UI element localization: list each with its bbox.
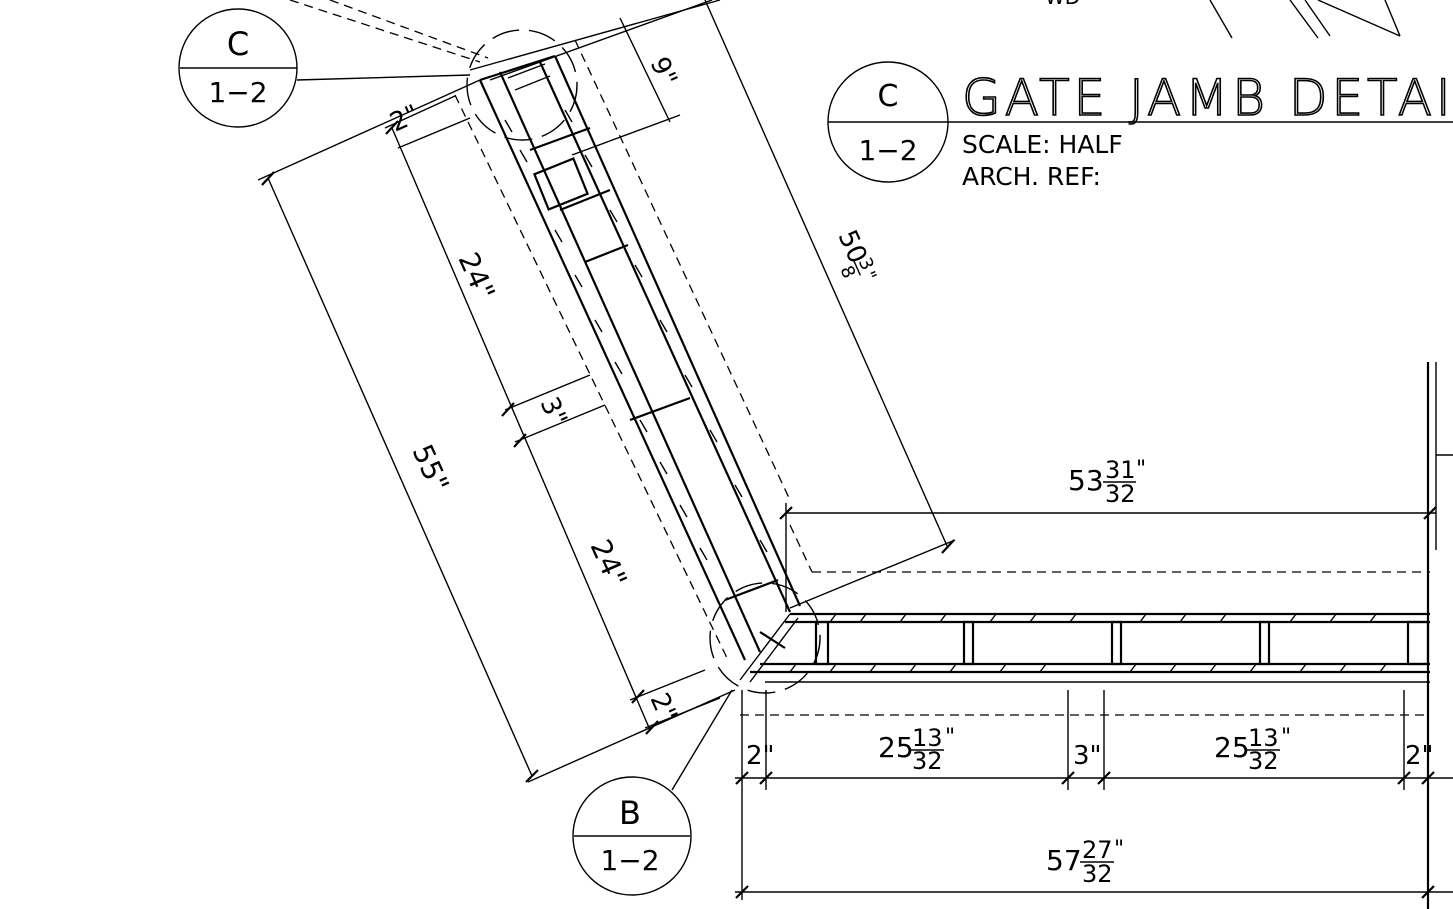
dim-horiz-53-num: 31 (1105, 456, 1136, 484)
title-bubble-top: C (878, 79, 899, 114)
dim-horiz-25-left: 25 13 32 " (878, 724, 955, 775)
dim-horiz-57: 57 27 32 " (1046, 836, 1124, 888)
dim-horiz-57-unit: " (1114, 837, 1124, 862)
dim-angled-50: 50 3 8 " (832, 226, 881, 285)
arch-ref-label: ARCH. REF: (962, 162, 1101, 191)
scale-label: SCALE: HALF (962, 130, 1123, 159)
detail-circle-c (466, 29, 578, 141)
callout-c-bottom: 1−2 (208, 76, 267, 109)
dim-horiz-25-right-whole: 25 (1214, 731, 1250, 764)
dim-horiz-2-left: 2" (746, 741, 775, 771)
angled-jamb-panel (289, 0, 802, 661)
horizontal-hatching-bottom (789, 663, 1387, 673)
drawing-title: GATE JAMB DETAIL (962, 69, 1453, 127)
callout-b-circle (572, 776, 692, 896)
detail-circle-b (709, 582, 821, 694)
callout-c-top: C (227, 25, 249, 63)
angled-hatching (504, 109, 768, 561)
dim-horiz-53: 53 31 32 " (1068, 456, 1146, 508)
dim-horiz-25-left-num: 13 (912, 724, 943, 752)
dim-horiz-2-right: 2" (1405, 741, 1434, 771)
dim-horiz-57-whole: 57 (1046, 844, 1082, 877)
callout-c: C 1−2 (178, 8, 471, 128)
dim-horiz-25-right-den: 32 (1248, 747, 1279, 775)
dim-angled-24-bottom: 24" (584, 534, 634, 592)
horizontal-panel (739, 362, 1453, 909)
dim-horiz-25-left-unit: " (945, 725, 955, 750)
dim-angled-2-bottom: 2" (644, 689, 683, 727)
dim-angled-24-top: 24" (452, 247, 502, 305)
callout-b-bottom: 1−2 (600, 844, 659, 877)
callout-b: B 1−2 (572, 689, 733, 896)
dim-horiz-53-unit: " (1136, 457, 1146, 482)
partial-label: WD− (1045, 0, 1097, 9)
title-block: C 1−2 GATE JAMB DETAIL SCALE: HALF ARCH.… (827, 61, 1453, 191)
horizontal-dimensions (735, 503, 1453, 900)
angled-dimensions (257, 0, 956, 783)
dim-angled-9: 9" (644, 53, 683, 91)
dim-angled-3: 3" (534, 393, 573, 431)
title-bubble-bottom: 1−2 (858, 134, 917, 167)
dim-angled-2-top: 2" (386, 99, 424, 138)
dim-angled-55: 55" (406, 439, 456, 497)
horizontal-hatching-top (829, 613, 1377, 623)
dim-horiz-3: 3" (1073, 741, 1102, 771)
dim-horiz-57-num: 27 (1082, 836, 1113, 864)
top-edge-geometry: WD− (1045, 0, 1401, 39)
dim-horiz-25-right-unit: " (1281, 725, 1291, 750)
dim-horiz-53-den: 32 (1105, 480, 1136, 508)
dim-horiz-25-right-num: 13 (1248, 724, 1279, 752)
callout-b-top: B (619, 794, 641, 832)
dim-horiz-25-left-whole: 25 (878, 731, 914, 764)
dim-angled-50-den: 8 (835, 263, 859, 282)
dim-horiz-25-left-den: 32 (912, 747, 943, 775)
dim-horiz-53-whole: 53 (1068, 464, 1104, 497)
dim-horiz-57-den: 32 (1082, 860, 1113, 888)
dim-horiz-25-right: 25 13 32 " (1214, 724, 1291, 775)
